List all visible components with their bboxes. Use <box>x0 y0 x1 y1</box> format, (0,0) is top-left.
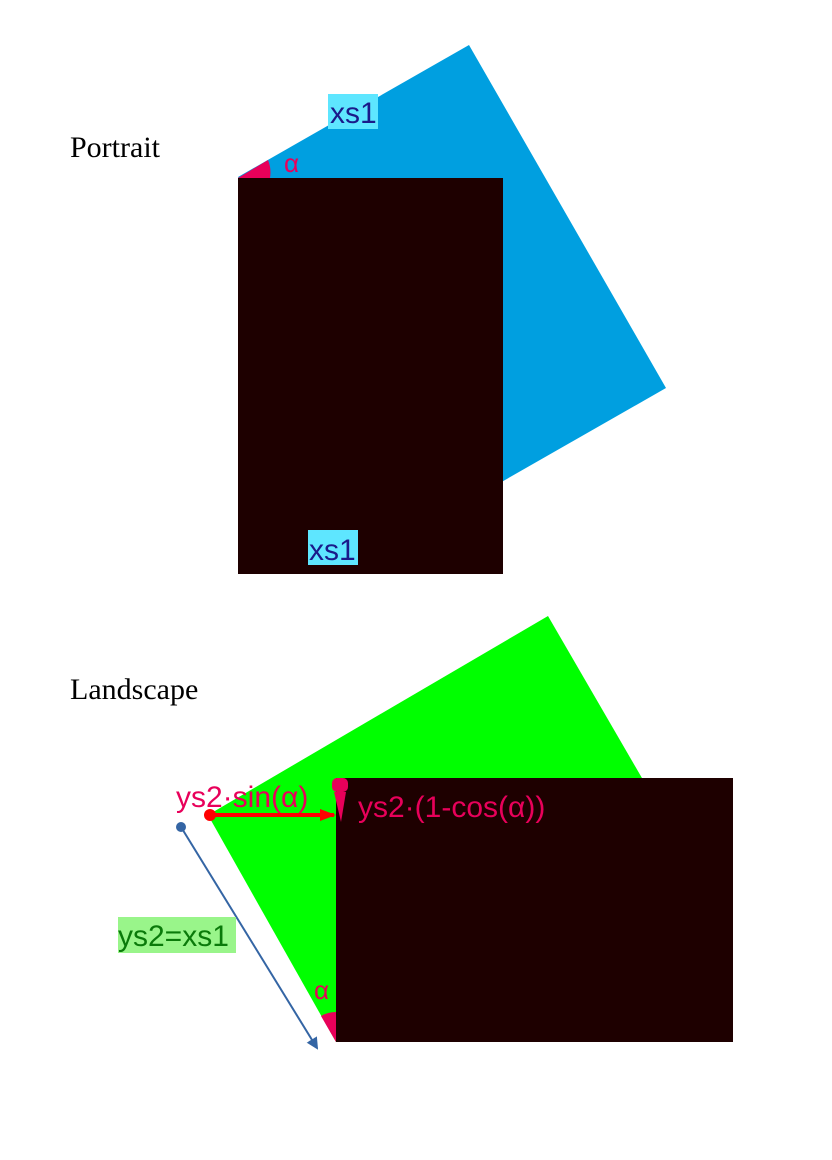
ys2-label: ys2=xs1 <box>118 920 229 953</box>
portrait-section: Portrait α xs1 xs1 <box>70 45 666 574</box>
landscape-frame <box>336 778 733 1042</box>
ys2-arrow <box>180 826 319 1050</box>
portrait-top-label: xs1 <box>330 97 377 130</box>
ys2-label-bg <box>118 917 236 953</box>
portrait-title: Portrait <box>70 131 161 164</box>
portrait-angle-wedge <box>238 160 271 178</box>
landscape-angle-wedge <box>321 1011 336 1042</box>
landscape-section: Landscape α ys2·sin(α) ys2·(1-cos(α)) ys… <box>70 616 733 1050</box>
cos-arrow <box>334 792 346 822</box>
landscape-title: Landscape <box>70 673 198 706</box>
portrait-angle-label: α <box>284 148 299 178</box>
landscape-angle-label: α <box>314 975 329 1005</box>
portrait-bottom-label-bg <box>308 530 358 565</box>
cos-arrow-start <box>332 778 348 792</box>
portrait-top-label-bg <box>328 94 378 129</box>
portrait-bottom-label: xs1 <box>309 534 356 567</box>
sin-label: ys2·sin(α) <box>176 781 308 814</box>
cos-label: ys2·(1-cos(α)) <box>358 791 545 824</box>
portrait-frame <box>238 178 503 574</box>
